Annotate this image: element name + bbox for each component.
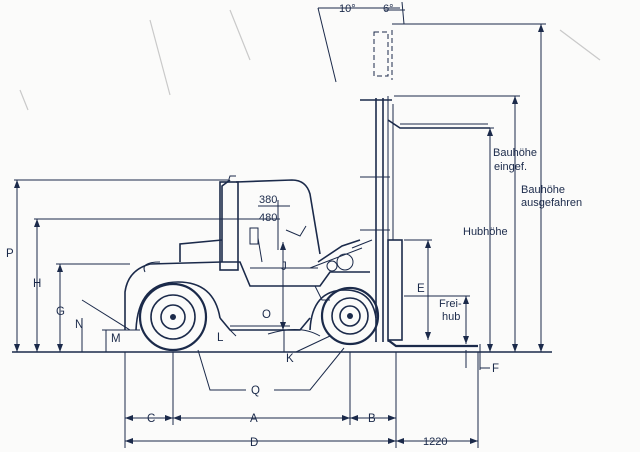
dim-J-label: J	[281, 261, 287, 273]
dim-A-label: A	[250, 413, 258, 425]
dim-O-label: O	[262, 309, 271, 321]
angle-back-label: 10°	[339, 3, 356, 15]
freihub-label-line2: hub	[442, 311, 460, 323]
bauhoehe-ausgefahren-label-line2: ausgefahren	[521, 197, 582, 209]
dim-C-label: C	[147, 413, 155, 425]
bottom-dimensions	[124, 352, 479, 448]
left-dimensions	[14, 179, 280, 352]
dim-L-label: L	[217, 332, 224, 344]
dim-D-label: D	[250, 437, 258, 449]
dim-H-label: H	[33, 278, 41, 290]
dim-380-label: 380	[259, 194, 277, 206]
interior-leaders	[197, 200, 345, 391]
dim-G-label: G	[56, 306, 65, 318]
dim-Q-label: Q	[251, 385, 260, 397]
dim-K-label: K	[286, 353, 294, 365]
bauhoehe-eingef-label-line2: eingef.	[494, 161, 527, 173]
rear-wheel	[138, 282, 208, 352]
bauhoehe-ausgefahren-label-line1: Bauhöhe	[521, 184, 565, 196]
truck-body	[124, 175, 377, 331]
dim-480-label: 480	[259, 212, 277, 224]
angle-forward-label: 6°	[383, 3, 394, 15]
mast	[317, 1, 490, 348]
dim-B-label: B	[368, 413, 376, 425]
dim-N-label: N	[75, 319, 83, 331]
hubhoehe-label: Hubhöhe	[463, 226, 508, 238]
dim-1220-label: 1220	[423, 436, 447, 448]
bauhoehe-eingef-label-line1: Bauhöhe	[493, 147, 537, 159]
scan-artifacts	[19, 9, 601, 111]
freihub-label-line1: Frei-	[439, 298, 462, 310]
front-wheel	[320, 286, 380, 346]
dim-M-label: M	[111, 333, 121, 345]
dim-F-label: F	[492, 363, 499, 375]
dim-P-label: P	[6, 248, 14, 260]
right-dimensions	[392, 23, 546, 370]
dim-E-label: E	[417, 283, 425, 295]
arrowheads	[14, 24, 544, 444]
